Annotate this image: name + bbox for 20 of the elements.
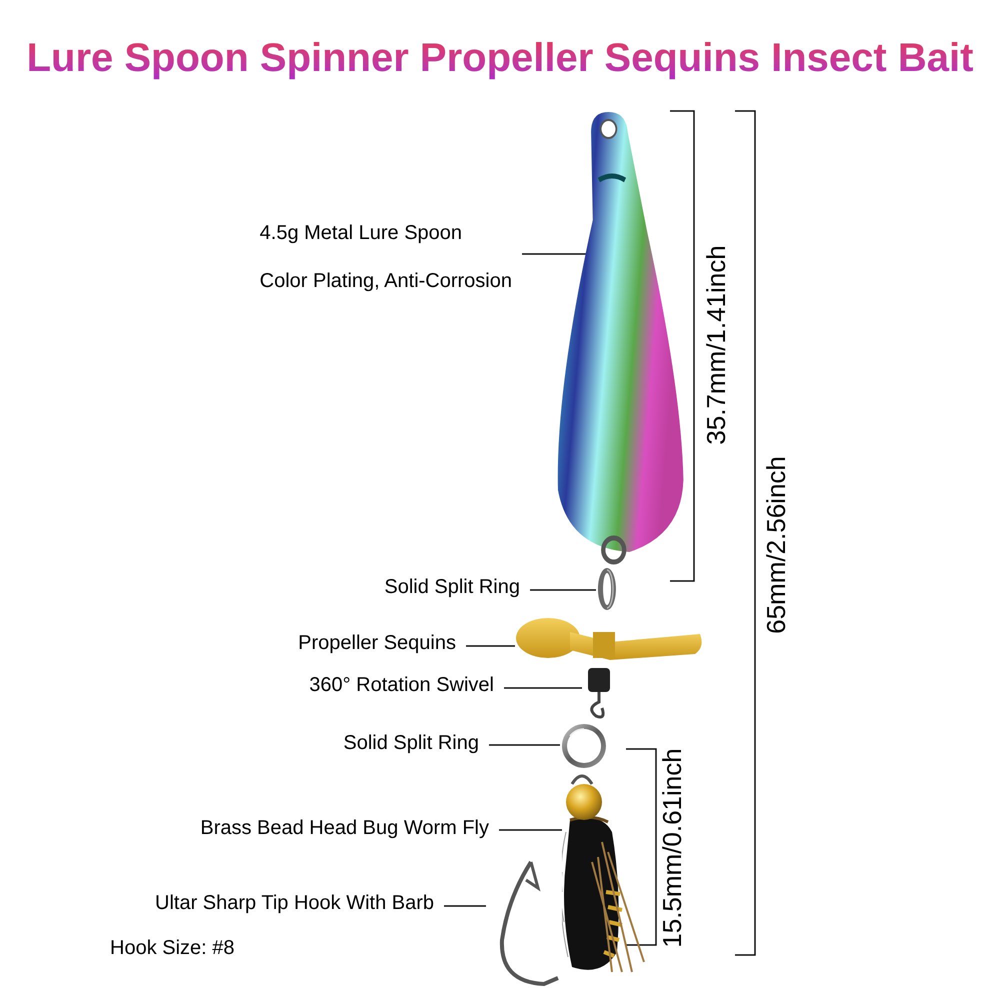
leader-line — [522, 253, 588, 255]
dimension-label: 15.5mm/0.61inch — [657, 748, 687, 948]
leader-line — [489, 744, 560, 746]
note-text: Hook Size: #8 — [110, 936, 235, 961]
dimension-label: 65mm/2.56inch — [761, 456, 791, 634]
leader-line — [444, 905, 486, 907]
callout-text: Brass Bead Head Bug Worm Fly — [200, 816, 489, 841]
split-ring-drawing — [596, 566, 618, 612]
callout-text: Propeller Sequins — [298, 631, 456, 656]
callout-text: Ultar Sharp Tip Hook With Barb — [155, 891, 434, 916]
leader-line — [530, 589, 596, 591]
callout-text: Solid Split Ring — [343, 731, 479, 756]
leader-line — [466, 645, 515, 647]
leader-line — [499, 829, 562, 831]
callout-text: Solid Split Ring — [384, 575, 520, 600]
leader-line — [504, 687, 582, 689]
callout-text: 360° Rotation Swivel — [309, 673, 494, 698]
callout-text: 4.5g Metal Lure Spoon — [260, 221, 464, 246]
callout-text: Color Plating, Anti-Corrosion — [260, 269, 512, 294]
dimension-label: 35.7mm/1.41inch — [701, 245, 731, 445]
